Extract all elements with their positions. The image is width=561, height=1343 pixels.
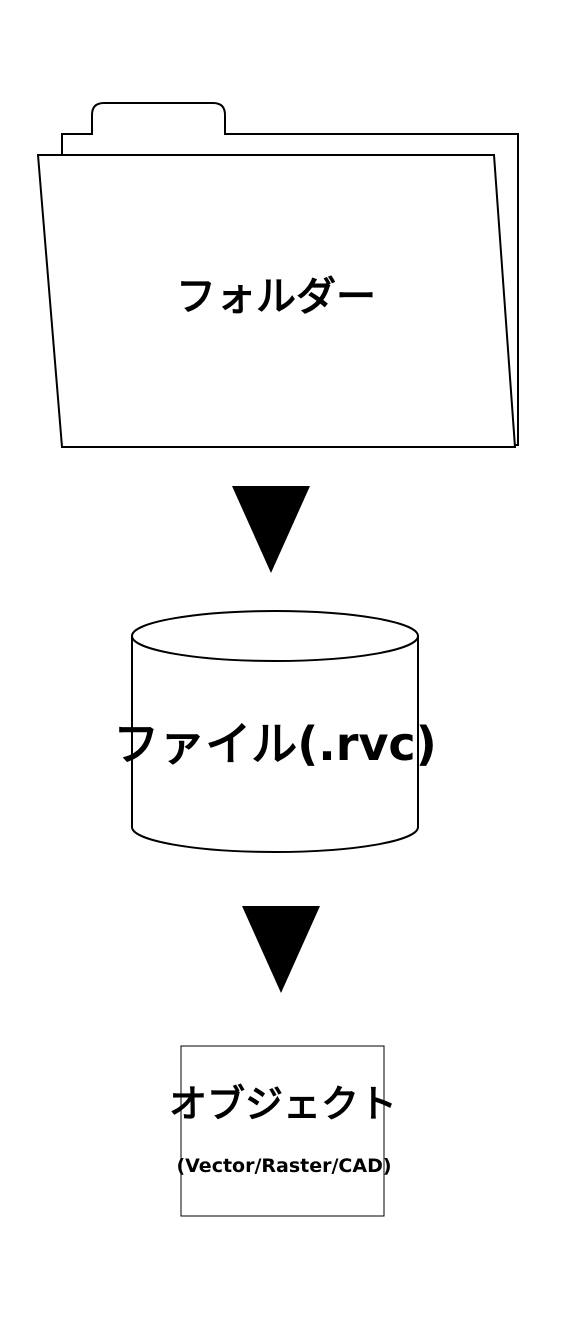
folder-node: フォルダー <box>36 102 519 448</box>
object-box <box>180 1045 385 1217</box>
object-node: オブジェクト (Vector/Raster/CAD) <box>169 1045 397 1217</box>
file-label: ファイル(.rvc) <box>113 717 436 771</box>
folder-label: フォルダー <box>176 274 376 320</box>
arrow-down-1 <box>232 486 310 573</box>
object-label: オブジェクト <box>169 1082 397 1126</box>
cylinder-body <box>131 636 419 853</box>
arrow-down-2 <box>242 906 320 993</box>
cylinder-top <box>131 610 419 662</box>
folder-front-panel <box>36 154 517 448</box>
object-sublabel: (Vector/Raster/CAD) <box>176 1155 391 1177</box>
file-node: ファイル(.rvc) <box>113 610 437 853</box>
